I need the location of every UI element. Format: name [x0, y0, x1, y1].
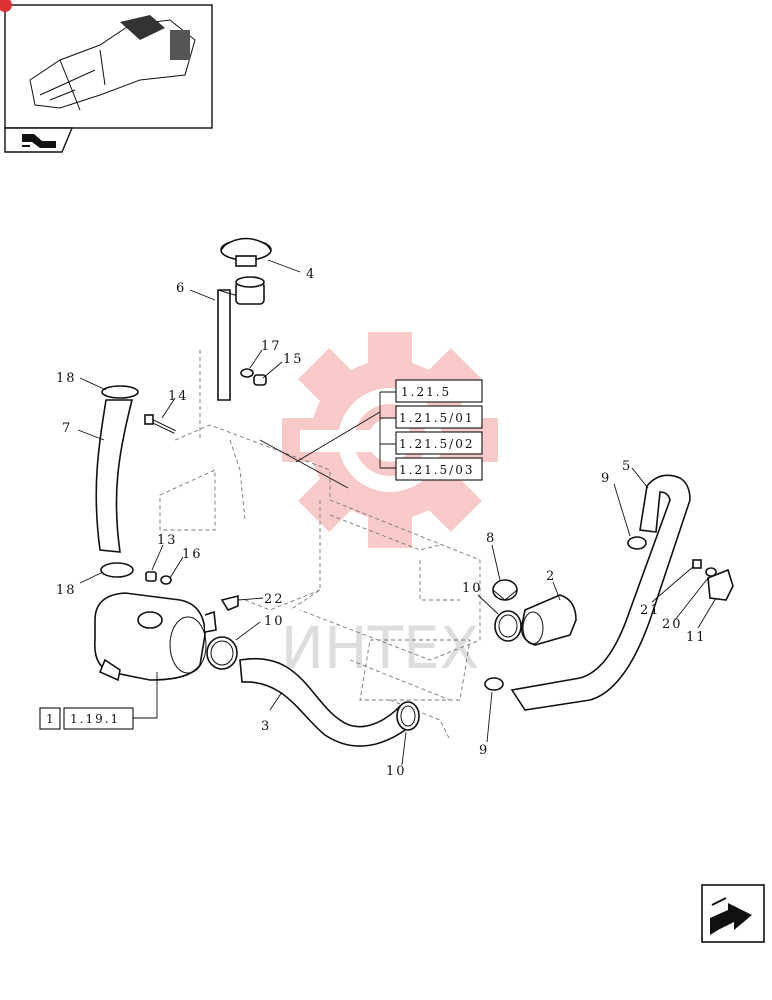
label-part-3: 3 [261, 719, 271, 734]
ref-box-1-19-1[interactable]: 1 1.19.1 [39, 672, 158, 730]
ref-box-1-21-5-01[interactable]: 1.21.5/01 [395, 405, 483, 429]
ref-box-1-21-5-02[interactable]: 1.21.5/02 [395, 431, 483, 455]
part-breather-cap[interactable] [220, 237, 272, 267]
label-part-10-bottom: 10 [386, 764, 407, 779]
label-part-10-left: 10 [264, 614, 285, 629]
thumbnail-overview[interactable] [0, 0, 213, 129]
part-washer-17[interactable] [240, 368, 254, 378]
label-part-8: 8 [486, 531, 496, 546]
part-hose-clamp-18-lower[interactable] [100, 562, 134, 578]
ref-index-1: 1 [46, 712, 56, 726]
part-hose-clamp-18-upper[interactable] [101, 385, 139, 399]
label-part-6: 6 [176, 281, 186, 296]
ref-label-1-21-5-02: 1.21.5/02 [399, 437, 474, 451]
part-pipe-bracket[interactable] [217, 276, 265, 401]
ref-box-1-21-5-03[interactable]: 1.21.5/03 [395, 457, 483, 481]
label-part-11: 11 [686, 630, 707, 645]
label-part-15: 15 [283, 352, 304, 367]
part-hose-clamp-10-left[interactable] [206, 636, 238, 670]
label-part-17: 17 [261, 339, 282, 354]
return-arrow-icon [22, 134, 56, 148]
label-part-10-middle: 10 [462, 581, 483, 596]
label-part-5: 5 [622, 459, 632, 474]
nav-prev-tab[interactable] [4, 127, 74, 153]
part-air-cleaner[interactable] [93, 592, 217, 682]
label-part-4: 4 [306, 267, 316, 282]
label-part-7: 7 [62, 421, 72, 436]
watermark-text: ИНТЕХ [281, 614, 480, 682]
ref-label-1-19-1: 1.19.1 [70, 712, 120, 726]
label-part-22: 22 [264, 592, 285, 607]
ref-label-1-21-5-03: 1.21.5/03 [399, 463, 474, 477]
part-hose-7[interactable] [95, 399, 134, 553]
label-part-9-lower: 9 [479, 743, 489, 758]
leader-lines [77, 259, 717, 766]
ref-label-1-21-5-01: 1.21.5/01 [399, 411, 474, 425]
part-hose-clamp-9-lower[interactable] [484, 677, 504, 691]
next-arrow-icon [710, 897, 752, 935]
label-part-14: 14 [168, 389, 189, 404]
part-bolt-21[interactable] [692, 559, 702, 569]
label-part-13: 13 [157, 533, 178, 548]
label-part-9-upper: 9 [601, 471, 611, 486]
part-reducer-2[interactable] [520, 594, 577, 646]
part-bracket-11[interactable] [707, 568, 734, 601]
part-number-labels: 4 6 17 15 18 14 7 13 16 18 22 10 3 10 8 … [56, 267, 707, 779]
part-washer-16[interactable] [160, 575, 172, 585]
label-part-16: 16 [182, 547, 203, 562]
part-hose-clamp-10-bottom[interactable] [396, 701, 420, 731]
part-hose-clamp-10-middle[interactable] [494, 610, 522, 642]
label-part-18-upper: 18 [56, 371, 77, 386]
label-part-18-lower: 18 [56, 583, 77, 598]
ref-label-1-21-5: 1.21.5 [401, 385, 451, 399]
part-hose-5[interactable] [510, 474, 691, 711]
part-fitting-22[interactable] [220, 594, 239, 611]
part-nut-13[interactable] [145, 571, 157, 582]
label-part-21: 21 [640, 603, 661, 618]
ref-group-1-21-5 [379, 391, 396, 469]
part-hose-clamp-9-upper[interactable] [627, 536, 647, 550]
part-clamp-8[interactable] [492, 579, 518, 601]
label-part-20: 20 [662, 617, 683, 632]
label-part-2: 2 [546, 569, 556, 584]
ref-box-1-21-5[interactable]: 1.21.5 [395, 379, 483, 403]
part-bolt-14[interactable] [144, 414, 176, 434]
nav-next-button[interactable] [701, 884, 765, 943]
